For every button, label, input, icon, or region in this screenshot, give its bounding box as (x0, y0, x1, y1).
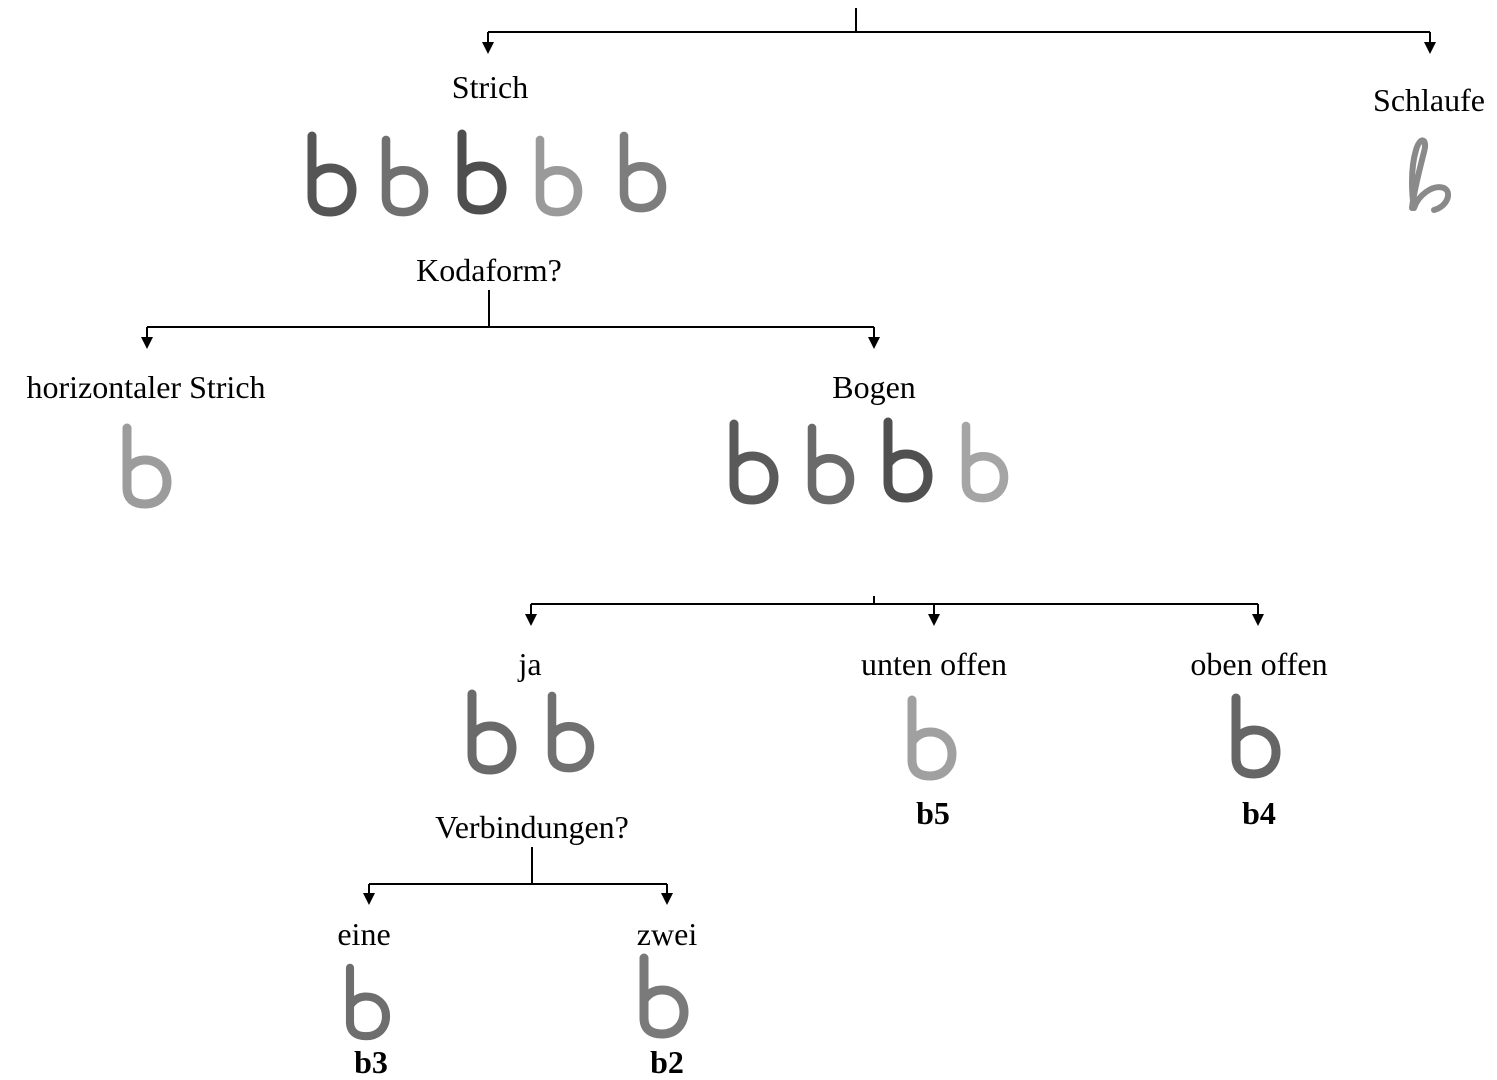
label-eine: eine (337, 916, 391, 952)
label-code-b3: b3 (354, 1044, 388, 1080)
label-kodaform-question: Kodaform? (416, 252, 562, 288)
oben-offen-sample (1236, 698, 1276, 774)
label-zwei: zwei (636, 916, 698, 952)
horizontaler-strich-sample (127, 428, 167, 504)
label-ja: ja (518, 646, 542, 682)
label-oben-offen: oben offen (1190, 646, 1328, 682)
label-verbindungen-question: Verbindungen? (435, 809, 629, 845)
label-bogen: Bogen (832, 369, 916, 405)
eine-sample (350, 968, 386, 1036)
label-schlaufe: Schlaufe (1373, 82, 1485, 118)
bogen-samples (734, 422, 1004, 500)
label-code-b2: b2 (650, 1044, 684, 1080)
label-code-b5: b5 (916, 795, 950, 831)
label-unten-offen: unten offen (860, 646, 1008, 682)
ja-samples (472, 694, 590, 770)
strich-samples (312, 134, 662, 212)
unten-offen-sample (912, 700, 952, 776)
label-horizontaler-strich: horizontaler Strich (26, 369, 266, 405)
schlaufe-sample (1409, 137, 1452, 213)
label-strich: Strich (451, 69, 529, 105)
connector-lines (141, 8, 1436, 905)
label-code-b4: b4 (1242, 795, 1276, 831)
zwei-sample (644, 958, 684, 1034)
